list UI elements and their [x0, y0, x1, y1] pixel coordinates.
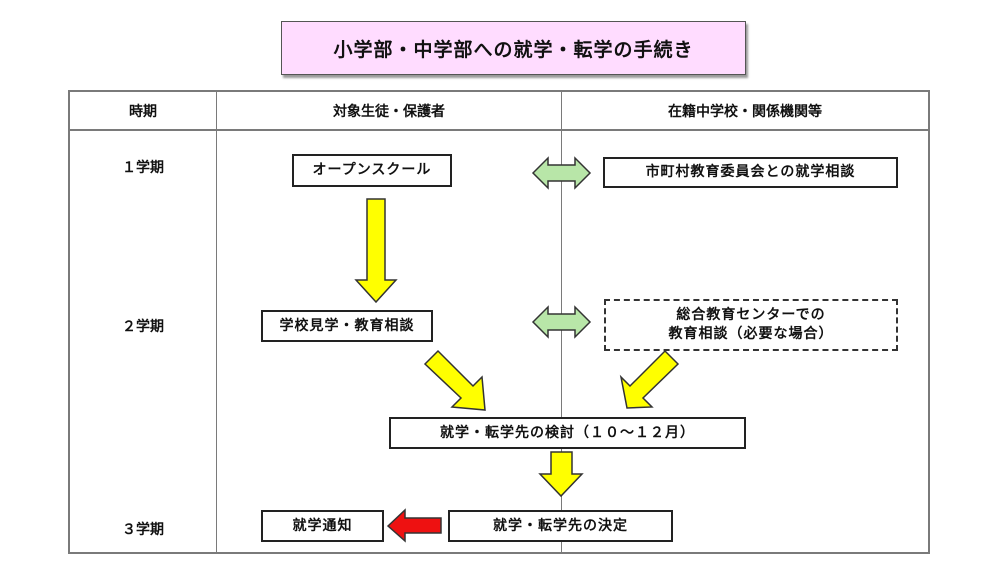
header-schools-agencies: 在籍中学校・関係機関等	[668, 103, 822, 120]
column-divider-2	[561, 90, 562, 554]
center-consult-line1: 総合教育センターでの	[676, 307, 826, 324]
flow-table	[68, 90, 930, 554]
term-2: ２学期	[122, 319, 164, 335]
term-3: ３学期	[122, 522, 164, 538]
header-students-guardians: 対象生徒・保護者	[333, 103, 445, 120]
step-center-consult: 総合教育センターでの 教育相談（必要な場合）	[604, 299, 898, 351]
step-municipal-consult: 市町村教育委員会との就学相談	[603, 157, 898, 188]
column-divider-1	[216, 90, 217, 554]
step-notice: 就学通知	[261, 510, 384, 542]
step-review: 就学・転学先の検討（１０～１２月）	[389, 417, 746, 449]
page-title: 小学部・中学部への就学・転学の手続き	[281, 21, 746, 75]
header-term: 時期	[129, 103, 157, 120]
step-school-visit: 学校見学・教育相談	[261, 310, 433, 342]
step-open-school: オープンスクール	[292, 154, 452, 187]
center-consult-line2: 教育相談（必要な場合）	[668, 326, 834, 342]
header-divider	[68, 129, 930, 131]
term-1: １学期	[122, 160, 164, 176]
step-decision: 就学・転学先の決定	[448, 510, 673, 542]
